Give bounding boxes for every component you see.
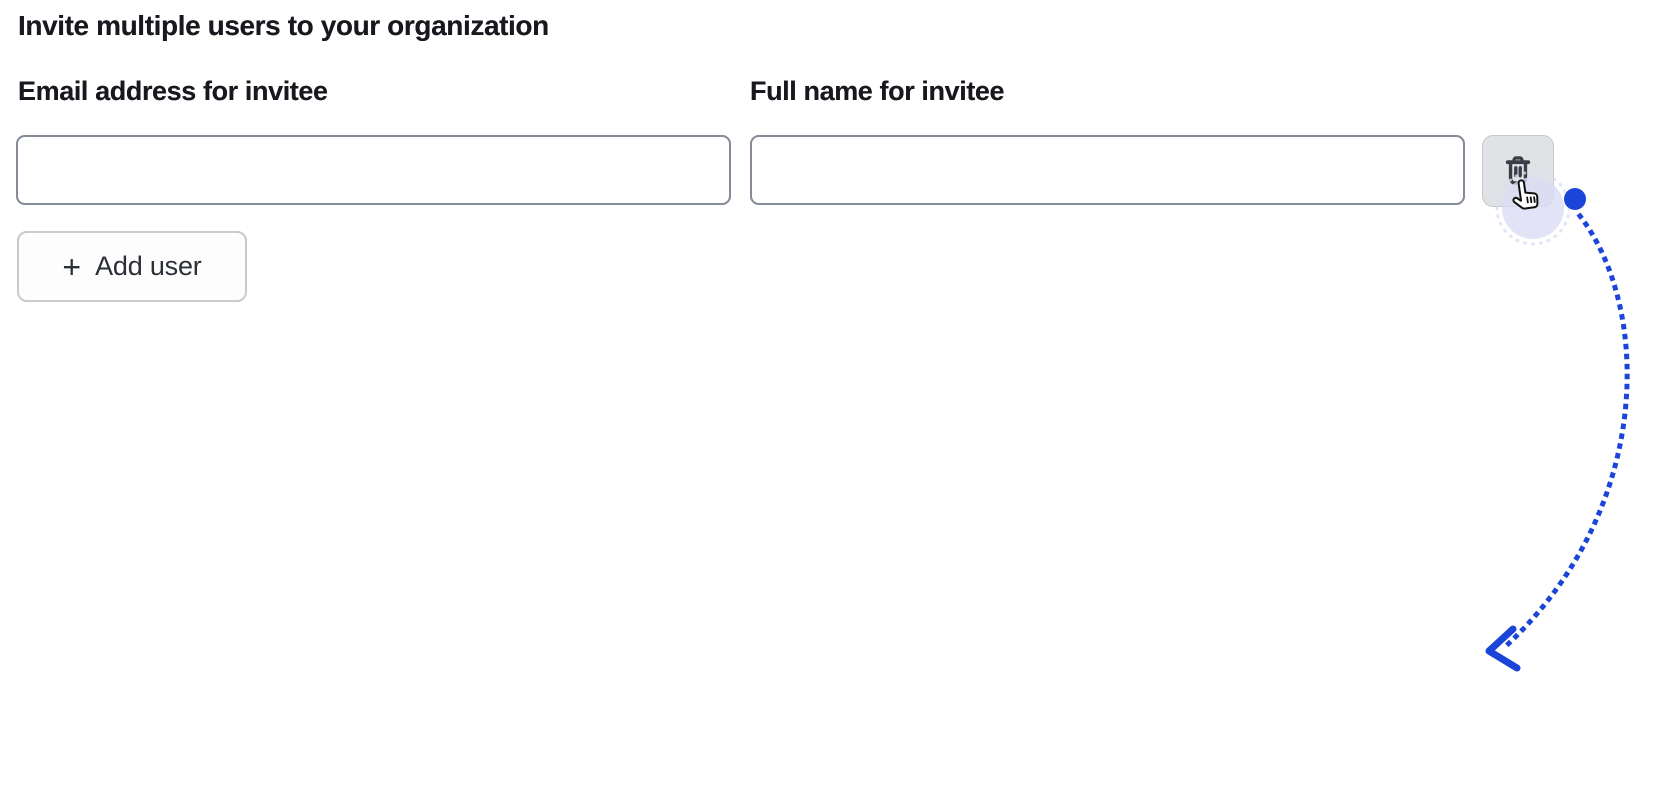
email-input[interactable] xyxy=(16,135,731,205)
add-user-button[interactable]: + Add user xyxy=(17,231,247,302)
full-name-label: Full name for invitee xyxy=(750,76,1005,106)
dotted-arrow xyxy=(1502,212,1630,650)
click-indicator-dot xyxy=(1564,188,1586,210)
trash-icon xyxy=(1502,153,1534,190)
email-label: Email address for invitee xyxy=(18,76,328,106)
add-user-label: Add user xyxy=(95,251,202,281)
full-name-label: Full name for invitee xyxy=(750,76,1005,106)
form-title: Invite multiple users to your organizati… xyxy=(18,10,549,41)
form-title: Invite multiple users to your organizati… xyxy=(18,10,549,41)
delete-row-button[interactable] xyxy=(1482,135,1554,207)
email-label: Email address for invitee xyxy=(18,76,328,106)
arrow-head-icon xyxy=(1485,625,1521,672)
full-name-input[interactable] xyxy=(750,135,1465,205)
plus-icon: + xyxy=(62,248,82,285)
